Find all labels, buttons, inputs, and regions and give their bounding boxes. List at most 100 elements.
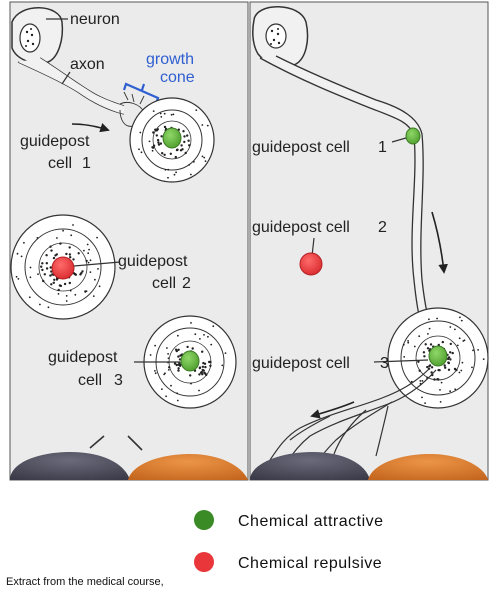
granule-dot [221,364,224,367]
granule-dot [15,275,18,278]
granule-dot [203,156,206,159]
granule-dot [41,268,44,272]
granule-dot [460,369,463,372]
granule-dot [189,374,192,377]
granule-dot [186,345,189,349]
granule-dot [176,399,179,402]
granule-dot [42,279,45,283]
granule-dot [98,285,101,288]
granule-dot [458,337,461,340]
left-gp3-number: 3 [114,372,123,389]
legend-swatch-attractive [194,510,214,530]
granule-dot [419,380,422,382]
granule-dot [172,113,175,116]
granule-dot [202,369,205,372]
granule-dot [180,144,183,147]
granule-dot [163,125,167,129]
granule-dot [182,130,185,133]
granule-dot [50,283,53,286]
granule-dot [97,268,99,270]
granule-dot [84,290,86,292]
left-neuron [11,7,64,64]
granule-dot [170,384,172,387]
right-gp2-label: guidepost cell [252,219,350,236]
left-target-dark [10,452,130,480]
granule-dot [418,369,421,372]
granule-dot [59,242,62,245]
granule-dot [191,347,194,350]
granule-dot [45,267,49,270]
right-panel [249,1,489,481]
granule-dot [47,306,50,309]
granule-dot [437,378,440,381]
right-axon-branches [269,367,437,469]
granule-dot [482,358,485,360]
granule-dot [154,372,157,375]
granule-dot [176,392,179,395]
granule-dot [179,354,182,357]
cone-label: cone [160,69,195,86]
granule-dot [36,237,39,239]
granule-dot [77,252,80,255]
granule-dot [472,349,474,352]
left-guidepost-3 [143,315,237,409]
granule-dot [57,293,60,295]
right-gp3-label: guidepost cell [252,355,350,372]
granule-dot [174,348,178,351]
left-gp2-number: 2 [182,275,191,292]
granule-dot [167,357,170,360]
granule-dot [407,341,410,344]
direction-arrow-right [431,211,448,274]
granule-dot [179,149,183,152]
granule-dot [201,155,204,158]
granule-dot [65,300,68,302]
granule-dot [87,261,90,264]
granule-dot [177,363,180,366]
granule-dot [174,155,177,159]
granule-dot [426,365,429,369]
granule-dot [413,345,416,348]
granule-dot [422,351,426,354]
caption: Extract from the medical course, [6,576,164,588]
granule-dot [477,349,479,351]
granule-dot [37,273,39,275]
granule-dot [204,372,207,375]
granule-dot [65,295,68,297]
granule-dot [433,378,436,381]
granule-dot [52,256,56,260]
granule-dot [201,365,205,368]
granule-dot [454,388,457,391]
right-neuron [252,6,309,68]
granule-dot [49,245,52,248]
granule-dot [451,351,454,355]
granule-dot [177,334,179,337]
left-gp1-number: 1 [82,155,91,172]
granule-dot [156,128,159,131]
granule-dot [45,262,48,265]
granule-dot [86,243,89,246]
granule-dot [29,266,32,269]
granule-dot [70,234,73,237]
granule-dot [157,141,160,144]
granule-dot [449,351,452,354]
granule-dot [459,316,461,319]
granule-dot [471,366,473,369]
granule-dot [188,144,191,147]
granule-dot [417,360,420,363]
right-gp2-number: 2 [378,219,387,236]
granule-dot [224,352,227,354]
neuron-label: neuron [70,11,120,28]
granule-dot [159,142,163,145]
granule-dot [428,318,430,321]
granule-dot [89,259,92,262]
granule-dot [190,322,192,324]
granule-dot [456,344,459,347]
granule-dot [159,112,162,115]
granule-dot [449,358,452,361]
granule-dot [68,281,72,285]
granule-dot [421,396,423,399]
granule-dot [39,303,41,306]
granule-dot [203,334,205,336]
granule-dot [443,364,446,367]
granule-dot [168,366,171,369]
